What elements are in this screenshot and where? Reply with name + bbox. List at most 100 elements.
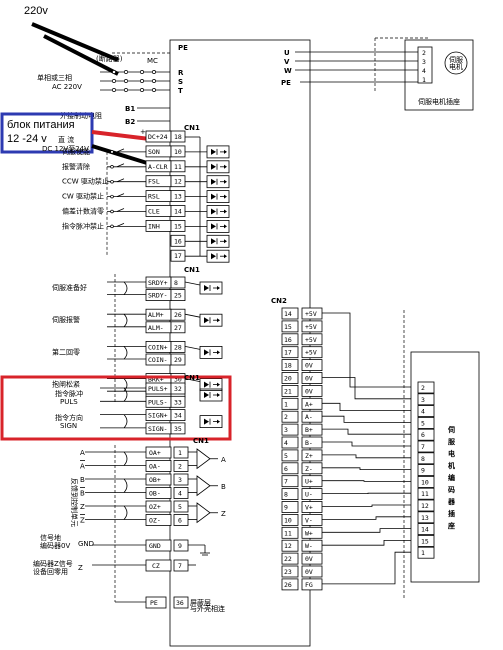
encoder-right-letter: B [221, 483, 226, 491]
encoder-right-letter: Z [221, 510, 226, 518]
cn1-output-label: 伺服准备好 [52, 283, 87, 292]
cn2-signal: W- [305, 542, 313, 550]
cn2-row: 26 FG [281, 578, 323, 591]
cn1-outputs-block: 伺服准备好SRDY+8SRDY-25伺服报警ALM+26ALM-27第二回零CO… [52, 274, 223, 404]
encoder-socket-pin: 6 [421, 431, 425, 439]
cn1-input-signal: DC+24 [148, 133, 168, 141]
input-optocoupler-icon [206, 145, 230, 159]
gnd-pin: 9 [178, 542, 182, 550]
power-switches [100, 70, 170, 92]
cn1-inputs-header: CN1 [184, 124, 200, 132]
cn2-signal: +5V [305, 310, 317, 318]
cn2-signal: +5V [305, 349, 317, 357]
svg-text:2: 2 [422, 49, 426, 57]
cn2-signal: FG [305, 581, 313, 589]
cn1-output-label: 伺服报警 [52, 315, 80, 324]
cn1-input-pin: 18 [174, 133, 182, 141]
phase-label: 单相或三相 [37, 73, 72, 82]
cn1-pulse-pin: 34 [174, 412, 182, 420]
cn2-pin: 11 [284, 529, 292, 537]
terminal-w: W [284, 67, 292, 75]
voltage-220-annotation: 220v [24, 5, 48, 17]
cn1-output-signal: SRDY- [148, 292, 168, 300]
output-optocoupler-icon [199, 378, 223, 392]
cn1-encoder-row: OA+1A [80, 446, 197, 459]
motor-name-1: 伺服 [449, 55, 463, 64]
encoder-letter: B [80, 490, 85, 498]
cn1-output-pin: 8 [174, 279, 178, 287]
input-optocoupler-icon [206, 249, 230, 263]
cn1-input-pin: 12 [174, 178, 182, 186]
cn1-encoder-header: CN1 [193, 437, 209, 445]
encoder-letter: A [80, 463, 85, 471]
output-optocoupler-icon [199, 313, 223, 327]
cn1-input-signal: A-CLR [148, 163, 168, 171]
cn1-output-signal: SRDY+ [148, 279, 168, 287]
breaker-label: (断路器) [96, 54, 123, 63]
line-driver-icon [196, 475, 218, 497]
sign-optocoupler-icon [199, 415, 223, 429]
cn2-pin: 5 [284, 452, 288, 460]
cz-label-2: 设备回零用 [33, 567, 68, 576]
cn2-pin: 26 [284, 581, 292, 589]
cn2-pin: 8 [284, 491, 288, 499]
cn1-encoder-pin: 3 [178, 476, 182, 484]
cn2-row: 17+5V [281, 346, 323, 359]
cn1-pulse-pin: 32 [174, 385, 182, 393]
cn2-signal: A- [305, 413, 313, 421]
cn1-input-signal: INH [148, 222, 160, 230]
encoder-socket-pin: 12 [421, 502, 429, 510]
cn2-signal: +5V [305, 323, 317, 331]
ac-label: AC 220V [52, 83, 82, 91]
cn2-pin: 20 [284, 375, 292, 383]
encoder-socket-pin: 9 [421, 467, 425, 475]
svg-text:4: 4 [422, 67, 426, 75]
mc-label: MC [147, 57, 158, 65]
encoder-socket-title-char: 码 [448, 486, 455, 494]
terminal-s: S [178, 78, 183, 86]
cz-signal: CZ [152, 562, 160, 570]
cn1-input-pin: 17 [174, 252, 182, 260]
encoder-letter: Z [80, 517, 85, 525]
encoder-socket-pin: 10 [421, 478, 429, 486]
encoder-socket-box [410, 351, 480, 583]
cn2-signal: B- [305, 439, 313, 447]
cn1-pulse-signal: PULS+ [148, 385, 168, 393]
cn1-encoder-row: OB-4B [80, 487, 197, 499]
terminal-u: U [284, 49, 290, 57]
encoder-socket-title-char: 座 [448, 521, 455, 530]
line-driver-icon [196, 448, 218, 470]
output-optocoupler-icon [199, 345, 223, 359]
gnd-label-1: 信号地 [40, 533, 61, 542]
dc-label: DC 12V至24V [42, 145, 89, 153]
encoder-socket-title-char: 器 [447, 497, 456, 506]
cn2-pin: 3 [284, 426, 288, 434]
pe-signal: PE [150, 599, 158, 607]
cz-word: Z [78, 564, 83, 572]
encoder-right-letter: A [221, 456, 226, 464]
shield-note-1: 屏蔽层 [190, 598, 211, 607]
cn1-encoder-row: OZ+5Z [80, 500, 197, 513]
line-driver-icon [196, 502, 218, 524]
encoder-socket-pin: 11 [421, 490, 429, 498]
pulse-annotation-box [0, 375, 232, 441]
encoder-socket-pin: 1 [421, 549, 425, 557]
input-optocoupler-icon [206, 234, 230, 248]
cn2-signal: W+ [305, 529, 313, 537]
gnd-word: GND [78, 540, 94, 548]
input-optocoupler-icon [206, 219, 230, 233]
encoder-letter: Z [80, 503, 85, 511]
cn1-input-signal: CLE [148, 208, 160, 216]
cn1-input-pin: 10 [174, 148, 182, 156]
cn2-signal: A+ [305, 400, 313, 408]
cn1-input-label: 报警清除 [62, 162, 90, 171]
